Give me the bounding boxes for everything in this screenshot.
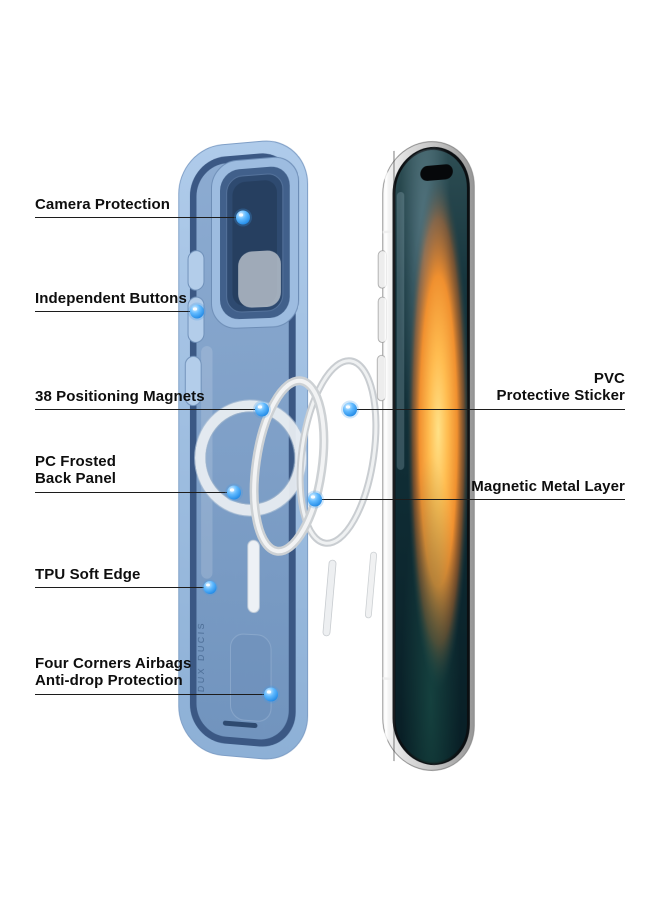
dot-positioning-magnets — [253, 400, 271, 419]
dot-pc-frosted-back-panel — [225, 483, 243, 502]
camera-cutout — [212, 155, 299, 329]
phone-case-svg: DUX DUCIS — [176, 134, 311, 766]
case-brand-text: DUX DUCIS — [196, 621, 206, 693]
callout-label-magnetic-metal-layer: Magnetic Metal Layer — [471, 478, 625, 495]
phone-case-illustration: DUX DUCIS — [176, 134, 311, 766]
callout-label-camera-protection: Camera Protection — [35, 196, 171, 213]
magnetic-metal-ring — [249, 376, 329, 556]
dot-tpu-soft-edge — [202, 579, 218, 596]
screen-reflection — [396, 191, 405, 470]
iphone-screen — [394, 145, 468, 767]
callout-label-tpu-soft-edge: TPU Soft Edge — [35, 566, 141, 583]
alignment-tabs — [322, 551, 378, 637]
case-panel-highlight — [201, 345, 213, 579]
callout-label-four-corners-airbags: Four Corners Airbags Anti-drop Protectio… — [35, 655, 192, 690]
callout-dots — [188, 208, 359, 704]
iphone-svg — [375, 135, 478, 777]
case-bottom-cutout — [231, 633, 272, 722]
dot-independent-buttons — [188, 302, 206, 321]
dynamic-island — [420, 163, 453, 182]
dot-magnetic-metal-layer — [306, 490, 324, 509]
dot-camera-protection — [234, 208, 252, 227]
iphone-illustration — [375, 135, 478, 777]
case-magnet-alignment-bar — [248, 540, 260, 613]
dot-four-corners-airbags — [262, 685, 280, 704]
callout-label-independent-buttons: Independent Buttons — [35, 290, 187, 307]
callout-label-pc-frosted-back-panel: PC Frosted Back Panel — [35, 453, 117, 488]
callout-label-pvc-protective-sticker: PVC Protective Sticker — [496, 370, 625, 405]
callout-label-positioning-magnets: 38 Positioning Magnets — [35, 388, 205, 405]
callout-lines — [35, 217, 625, 695]
dot-pvc-protective-sticker — [341, 400, 359, 419]
pvc-sticker-ring — [296, 357, 380, 547]
iphone-side-buttons — [377, 250, 386, 400]
